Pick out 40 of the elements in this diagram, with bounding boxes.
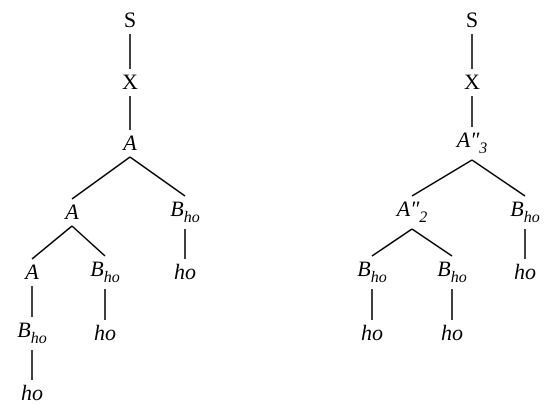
tree-branch	[471, 34, 473, 69]
tree-node-label: A″$_{3}$	[454, 128, 490, 158]
tree-branch	[129, 34, 131, 69]
tree-branch	[129, 96, 131, 130]
tree-branch	[412, 159, 472, 197]
tree-branch	[451, 289, 453, 320]
tree-node-label: B$_{ho}$	[88, 257, 122, 287]
tree-node-label: X	[120, 70, 140, 94]
tree-node-label: X	[462, 70, 482, 94]
tree-node-label: B$_{ho}$	[168, 197, 202, 227]
tree-node-label: ho	[359, 321, 385, 345]
tree-branch	[104, 289, 106, 320]
tree-node-label: A″$_{2}$	[394, 197, 430, 227]
tree-node-label: B$_{ho}$	[15, 318, 49, 348]
tree-branch	[130, 156, 186, 197]
tree-node-label: S	[122, 8, 138, 32]
tree-node-label: S	[464, 8, 480, 32]
tree-branch	[72, 156, 130, 200]
tree-node-label: B$_{ho}$	[435, 257, 469, 287]
tree-branch	[32, 225, 72, 260]
tree-node-label: ho	[92, 321, 118, 345]
tree-branch	[31, 350, 33, 380]
tree-node-label: ho	[439, 321, 465, 345]
tree-node-label: A	[121, 131, 139, 155]
tree-branch	[471, 96, 473, 127]
tree-branch	[372, 228, 412, 257]
tree-branch	[72, 225, 106, 257]
tree-node-label: ho	[19, 381, 45, 405]
tree-node-label: B$_{ho}$	[508, 197, 542, 227]
tree-node-label: ho	[512, 260, 538, 284]
tree-node-label: B$_{ho}$	[355, 257, 389, 287]
tree-node-label: A	[63, 200, 81, 224]
tree-branch	[412, 228, 452, 257]
tree-branch	[472, 159, 526, 197]
tree-branch	[371, 289, 373, 320]
tree-node-label: A	[23, 260, 41, 284]
tree-branch	[184, 229, 186, 259]
tree-branch	[524, 229, 526, 259]
tree-branch	[31, 286, 33, 317]
tree-node-label: ho	[172, 260, 198, 284]
